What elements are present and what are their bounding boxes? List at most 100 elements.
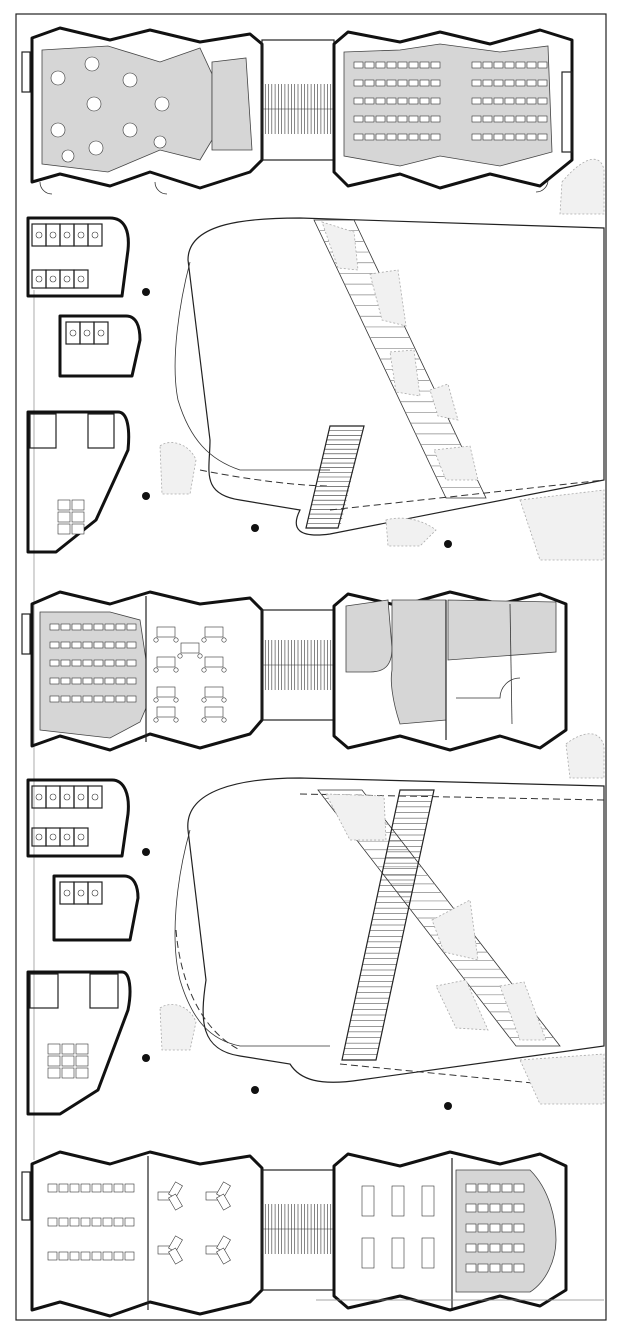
toilet-stall (87, 223, 103, 247)
office-partition (89, 973, 119, 1009)
mid-left-desk-rows (49, 623, 137, 703)
desk (397, 97, 408, 105)
desk (353, 115, 364, 123)
desk (537, 79, 548, 87)
desk (364, 97, 375, 105)
desk (60, 677, 71, 685)
desk (430, 115, 441, 123)
chair (173, 637, 179, 643)
wc (49, 275, 57, 283)
courtyard-2-outline (174, 829, 330, 1047)
chair (197, 653, 203, 659)
desk (471, 79, 482, 87)
desk (104, 695, 115, 703)
bottom-desk-grid (361, 1185, 435, 1269)
round-table (84, 56, 100, 72)
desk (115, 677, 126, 685)
desk (504, 115, 515, 123)
column (251, 1086, 259, 1094)
desk (115, 659, 126, 667)
desk (124, 1183, 135, 1193)
desk (104, 623, 115, 631)
wc (35, 793, 43, 801)
round-table (122, 72, 138, 88)
desk (353, 61, 364, 69)
office-partition (29, 973, 59, 1009)
desk (124, 1217, 135, 1227)
desk (513, 1223, 525, 1233)
desk (91, 1251, 102, 1261)
desk (47, 1183, 58, 1193)
desk (93, 641, 104, 649)
toilet-stalls-a (31, 785, 103, 847)
desk (60, 623, 71, 631)
top-right-window (561, 71, 573, 153)
desk (408, 61, 419, 69)
desk (430, 61, 441, 69)
desk (57, 511, 71, 523)
mid-right-room-floor (447, 599, 557, 661)
desk (501, 1263, 513, 1273)
toilet-stalls-b (59, 881, 103, 905)
desk (60, 695, 71, 703)
desk (113, 1251, 124, 1261)
desk (501, 1243, 513, 1253)
planter (433, 445, 479, 481)
desk (113, 1217, 124, 1227)
desk (526, 79, 537, 87)
toilet-block-a (26, 778, 130, 858)
desk (419, 133, 430, 141)
desk (375, 61, 386, 69)
wc (91, 889, 99, 897)
desk (537, 133, 548, 141)
desk (515, 97, 526, 105)
desk (515, 61, 526, 69)
courtyard-1-terrace (187, 217, 605, 536)
chair (153, 637, 159, 643)
desk (60, 659, 71, 667)
courtyard-1-stair-treads (307, 430, 363, 524)
desk (465, 1263, 477, 1273)
partition-wall (509, 603, 513, 725)
wc (77, 889, 85, 897)
toilet-stalls-b (65, 321, 109, 345)
desk (93, 659, 104, 667)
wc (35, 275, 43, 283)
desk (57, 499, 71, 511)
desk (515, 115, 526, 123)
planter (389, 349, 421, 397)
desk (47, 1055, 61, 1067)
desk (49, 641, 60, 649)
door-swing (535, 179, 549, 193)
column (251, 524, 259, 532)
desk (489, 1223, 501, 1233)
services-1 (26, 216, 142, 554)
desk-cluster (156, 626, 176, 638)
chair (173, 717, 179, 723)
desk (482, 115, 493, 123)
desk (471, 61, 482, 69)
office-partition (29, 413, 57, 449)
desk (61, 1067, 75, 1079)
landscape-patch (559, 158, 605, 215)
mid-group-desks (153, 626, 227, 723)
desk (364, 79, 375, 87)
chair (221, 667, 227, 673)
mid-bridge-stair (261, 640, 335, 690)
chair (177, 653, 183, 659)
wc (63, 231, 71, 239)
planter (499, 981, 547, 1041)
column (444, 540, 452, 548)
desk (513, 1203, 525, 1213)
planter (159, 1004, 197, 1051)
desk-cluster (204, 686, 224, 698)
desk (515, 79, 526, 87)
wc (83, 329, 91, 337)
desk (386, 97, 397, 105)
level-bottom (21, 1150, 568, 1318)
planter (369, 269, 407, 327)
desk (82, 623, 93, 631)
desk (501, 1223, 513, 1233)
chair (201, 697, 207, 703)
